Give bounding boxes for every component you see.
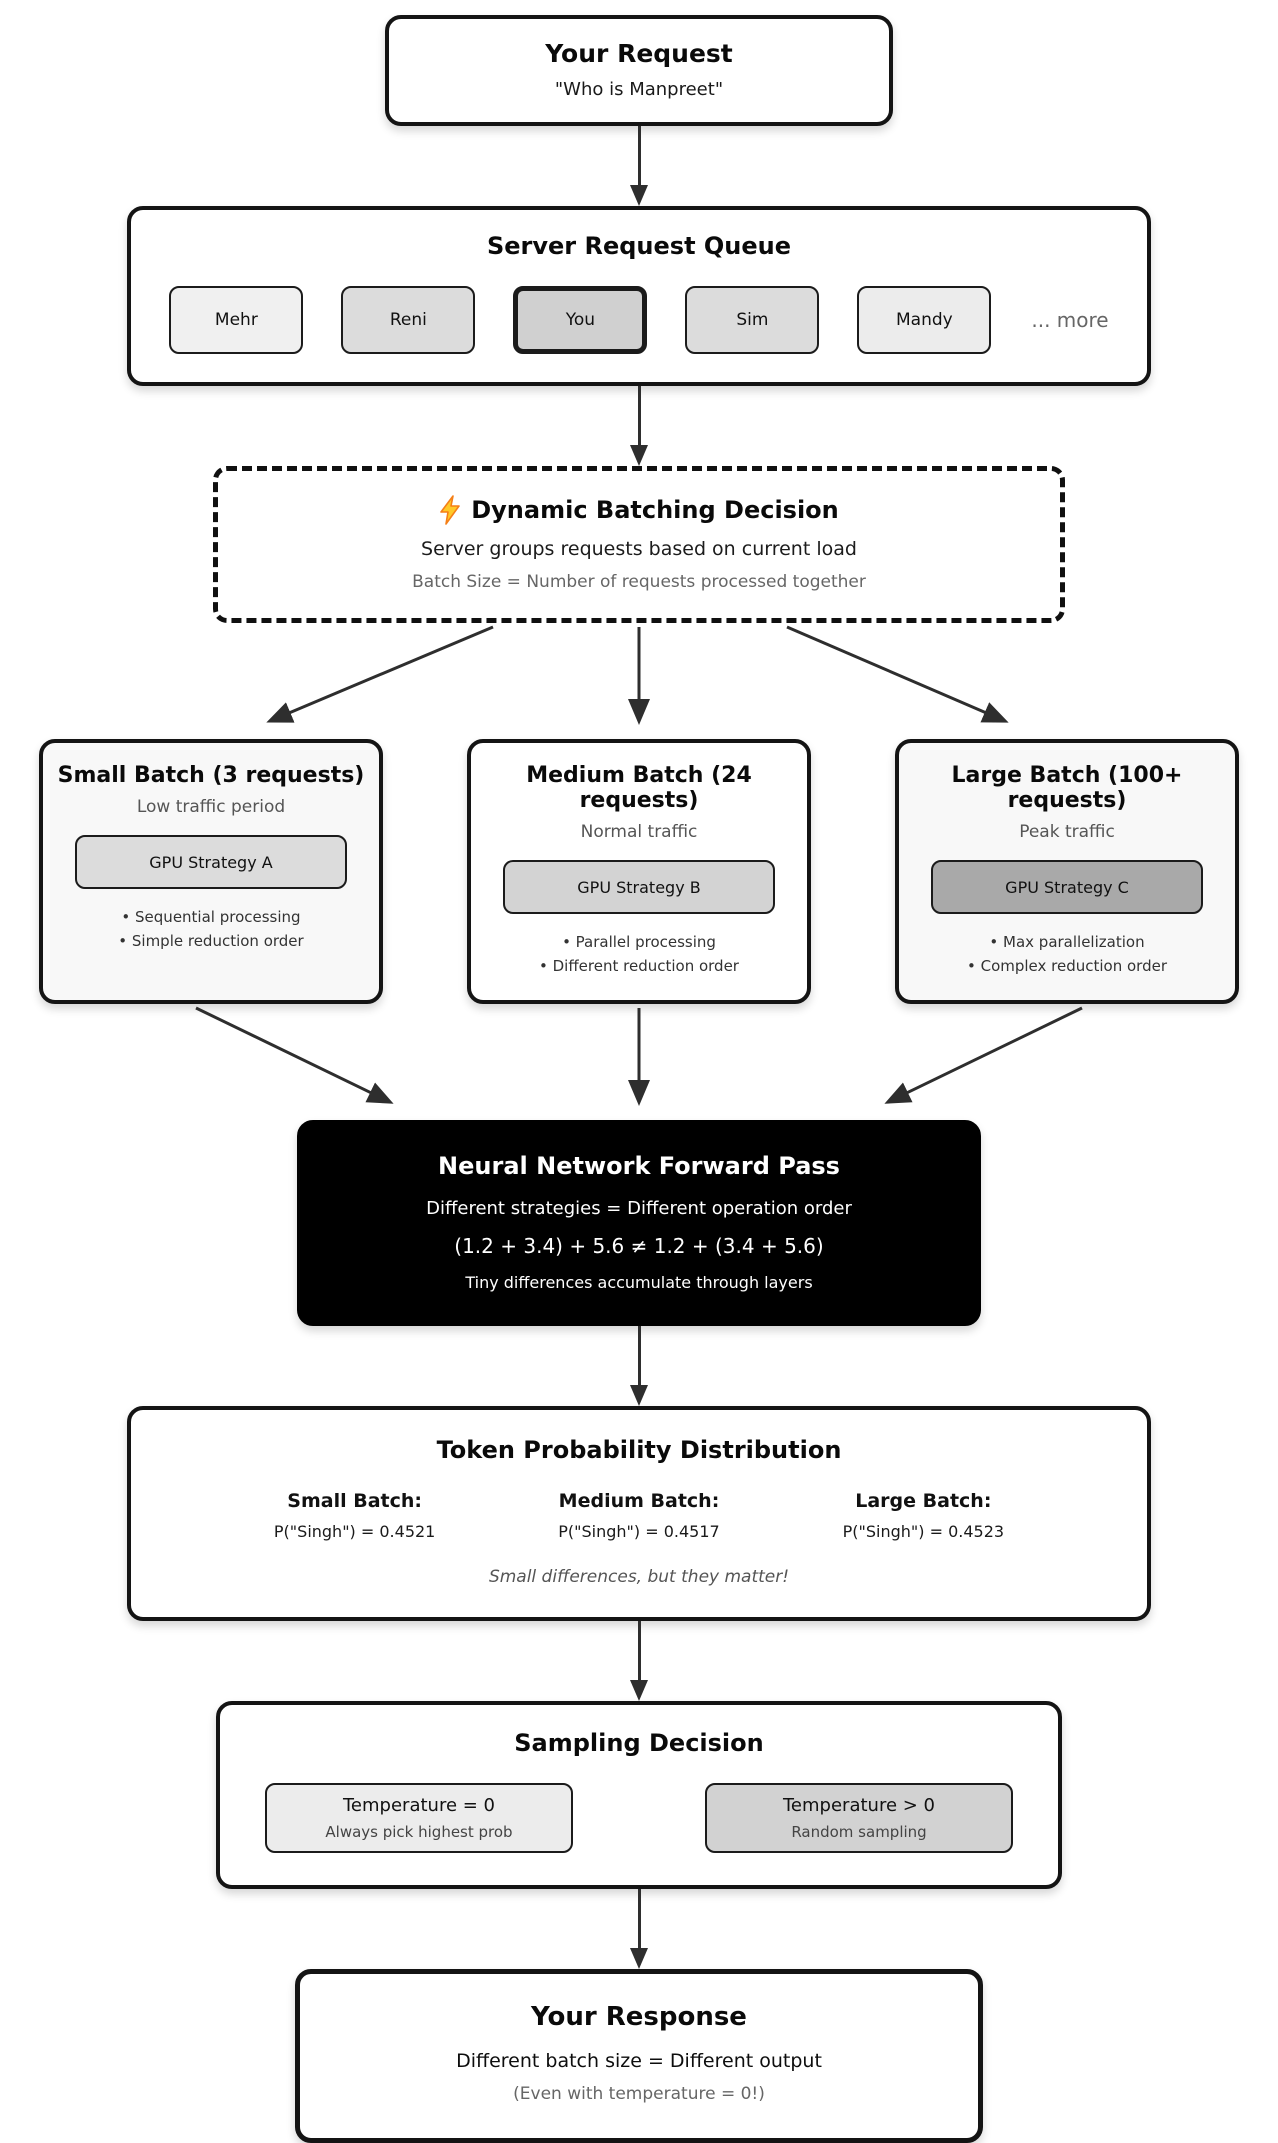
bullet-item: • Complex reduction order [966,957,1168,975]
temperature-zero-option: Temperature = 0 Always pick highest prob [265,1783,573,1853]
batching-decision-box: Dynamic Batching Decision Server groups … [213,466,1065,623]
arrow-head [630,445,648,466]
lightning-icon [440,495,461,525]
arrow-shaft [637,1326,641,1386]
bullet-item: • Simple reduction order [118,932,304,950]
queue-item-mandy: Mandy [857,286,992,354]
large-batch-bullets: • Max parallelization • Complex reductio… [913,930,1221,978]
arrow-shaft [637,386,641,446]
token-col-label: Large Batch: [855,1490,992,1512]
queue-item-reni: Reni [341,286,476,354]
server-queue-box: Server Request Queue Mehr Reni You Sim M… [127,206,1151,386]
medium-batch-bullets: • Parallel processing • Different reduct… [485,930,793,978]
gpu-strategy-b-chip: GPU Strategy B [503,860,775,914]
forward-pass-box: Neural Network Forward Pass Different st… [297,1120,981,1326]
sampling-decision-title: Sampling Decision [514,1729,764,1757]
arrow-head [630,1385,648,1406]
large-batch-title: Large Batch (100+ requests) [951,763,1183,813]
small-batch-title: Small Batch (3 requests) [57,763,365,788]
forward-pass-title: Neural Network Forward Pass [438,1152,840,1180]
small-batch-card: Small Batch (3 requests) Low traffic per… [39,739,383,1004]
arrow-sampling-to-response [630,1889,648,1969]
token-probability-columns: Small Batch: P("Singh") = 0.4521 Medium … [151,1490,1127,1541]
queue-item-sim: Sim [685,286,820,354]
queue-item-mehr: Mehr [169,286,304,354]
temperature-positive-option: Temperature > 0 Random sampling [705,1783,1013,1853]
queue-item-you: You [513,286,648,354]
your-request-text: "Who is Manpreet" [554,79,724,100]
token-probability-title: Token Probability Distribution [436,1436,842,1464]
queue-more-label: ... more [1031,308,1109,332]
medium-batch-title: Medium Batch (24 requests) [526,763,752,813]
arrow-shaft [637,1889,641,1949]
token-col-label: Medium Batch: [558,1490,720,1512]
medium-batch-card: Medium Batch (24 requests) Normal traffi… [467,739,811,1004]
arrow-shaft [637,1621,641,1681]
small-batch-bullets: • Sequential processing • Simple reducti… [57,905,365,953]
your-response-line2: (Even with temperature = 0!) [513,2084,765,2104]
your-request-box: Your Request "Who is Manpreet" [385,15,893,126]
token-col-medium: Medium Batch: P("Singh") = 0.4517 [558,1490,719,1541]
server-queue-title: Server Request Queue [486,232,792,260]
gpu-strategy-a-chip: GPU Strategy A [75,835,347,889]
bullet-item: • Parallel processing [562,933,716,951]
option-title: Temperature > 0 [783,1795,935,1816]
token-probability-box: Token Probability Distribution Small Bat… [127,1406,1151,1621]
token-col-value: P("Singh") = 0.4517 [558,1522,720,1541]
arrow-queue-to-batching [630,386,648,466]
fanout-arrows [266,625,1009,725]
medium-batch-subtitle: Normal traffic [580,822,698,842]
option-title: Temperature = 0 [343,1795,495,1816]
queue-items-row: Mehr Reni You Sim Mandy ... more [151,286,1127,354]
gpu-strategy-c-chip: GPU Strategy C [931,860,1203,914]
token-col-large: Large Batch: P("Singh") = 0.4523 [843,1490,1004,1541]
sampling-decision-box: Sampling Decision Temperature = 0 Always… [216,1701,1062,1889]
your-request-title: Your Request [545,39,733,68]
bullet-item: • Different reduction order [539,957,739,975]
arrow-forward-to-token [630,1326,648,1406]
bullet-item: • Max parallelization [989,933,1145,951]
converge-arrows [195,1006,1083,1106]
token-probability-note: Small differences, but they matter! [488,1567,790,1587]
forward-pass-line3: Tiny differences accumulate through laye… [465,1273,813,1292]
forward-pass-equation: (1.2 + 3.4) + 5.6 ≠ 1.2 + (3.4 + 5.6) [454,1234,824,1258]
token-col-value: P("Singh") = 0.4523 [842,1522,1005,1541]
your-response-title: Your Response [531,2002,747,2032]
small-batch-subtitle: Low traffic period [136,797,286,817]
your-response-box: Your Response Different batch size = Dif… [295,1969,983,2143]
arrow-head [630,1948,648,1969]
arrow-token-to-sampling [630,1621,648,1701]
your-response-line1: Different batch size = Different output [456,2050,822,2072]
token-col-small: Small Batch: P("Singh") = 0.4521 [274,1490,435,1541]
arrow-request-to-queue [630,126,648,206]
large-batch-card: Large Batch (100+ requests) Peak traffic… [895,739,1239,1004]
token-col-label: Small Batch: [287,1490,422,1512]
arrow-head [630,185,648,206]
forward-pass-line1: Different strategies = Different operati… [426,1198,852,1219]
arrow-shaft [637,126,641,186]
arrow-head [630,1680,648,1701]
option-subtitle: Random sampling [791,1823,927,1841]
token-col-value: P("Singh") = 0.4521 [273,1522,436,1541]
bullet-item: • Sequential processing [121,908,301,926]
option-subtitle: Always pick highest prob [325,1823,513,1841]
batching-decision-title: Dynamic Batching Decision [471,496,839,524]
batch-options-row: Small Batch (3 requests) Low traffic per… [39,739,1239,1004]
batching-decision-line1: Server groups requests based on current … [421,538,857,560]
large-batch-subtitle: Peak traffic [1019,822,1115,842]
batching-decision-line2: Batch Size = Number of requests processe… [412,572,866,592]
sampling-options-row: Temperature = 0 Always pick highest prob… [240,1783,1038,1853]
